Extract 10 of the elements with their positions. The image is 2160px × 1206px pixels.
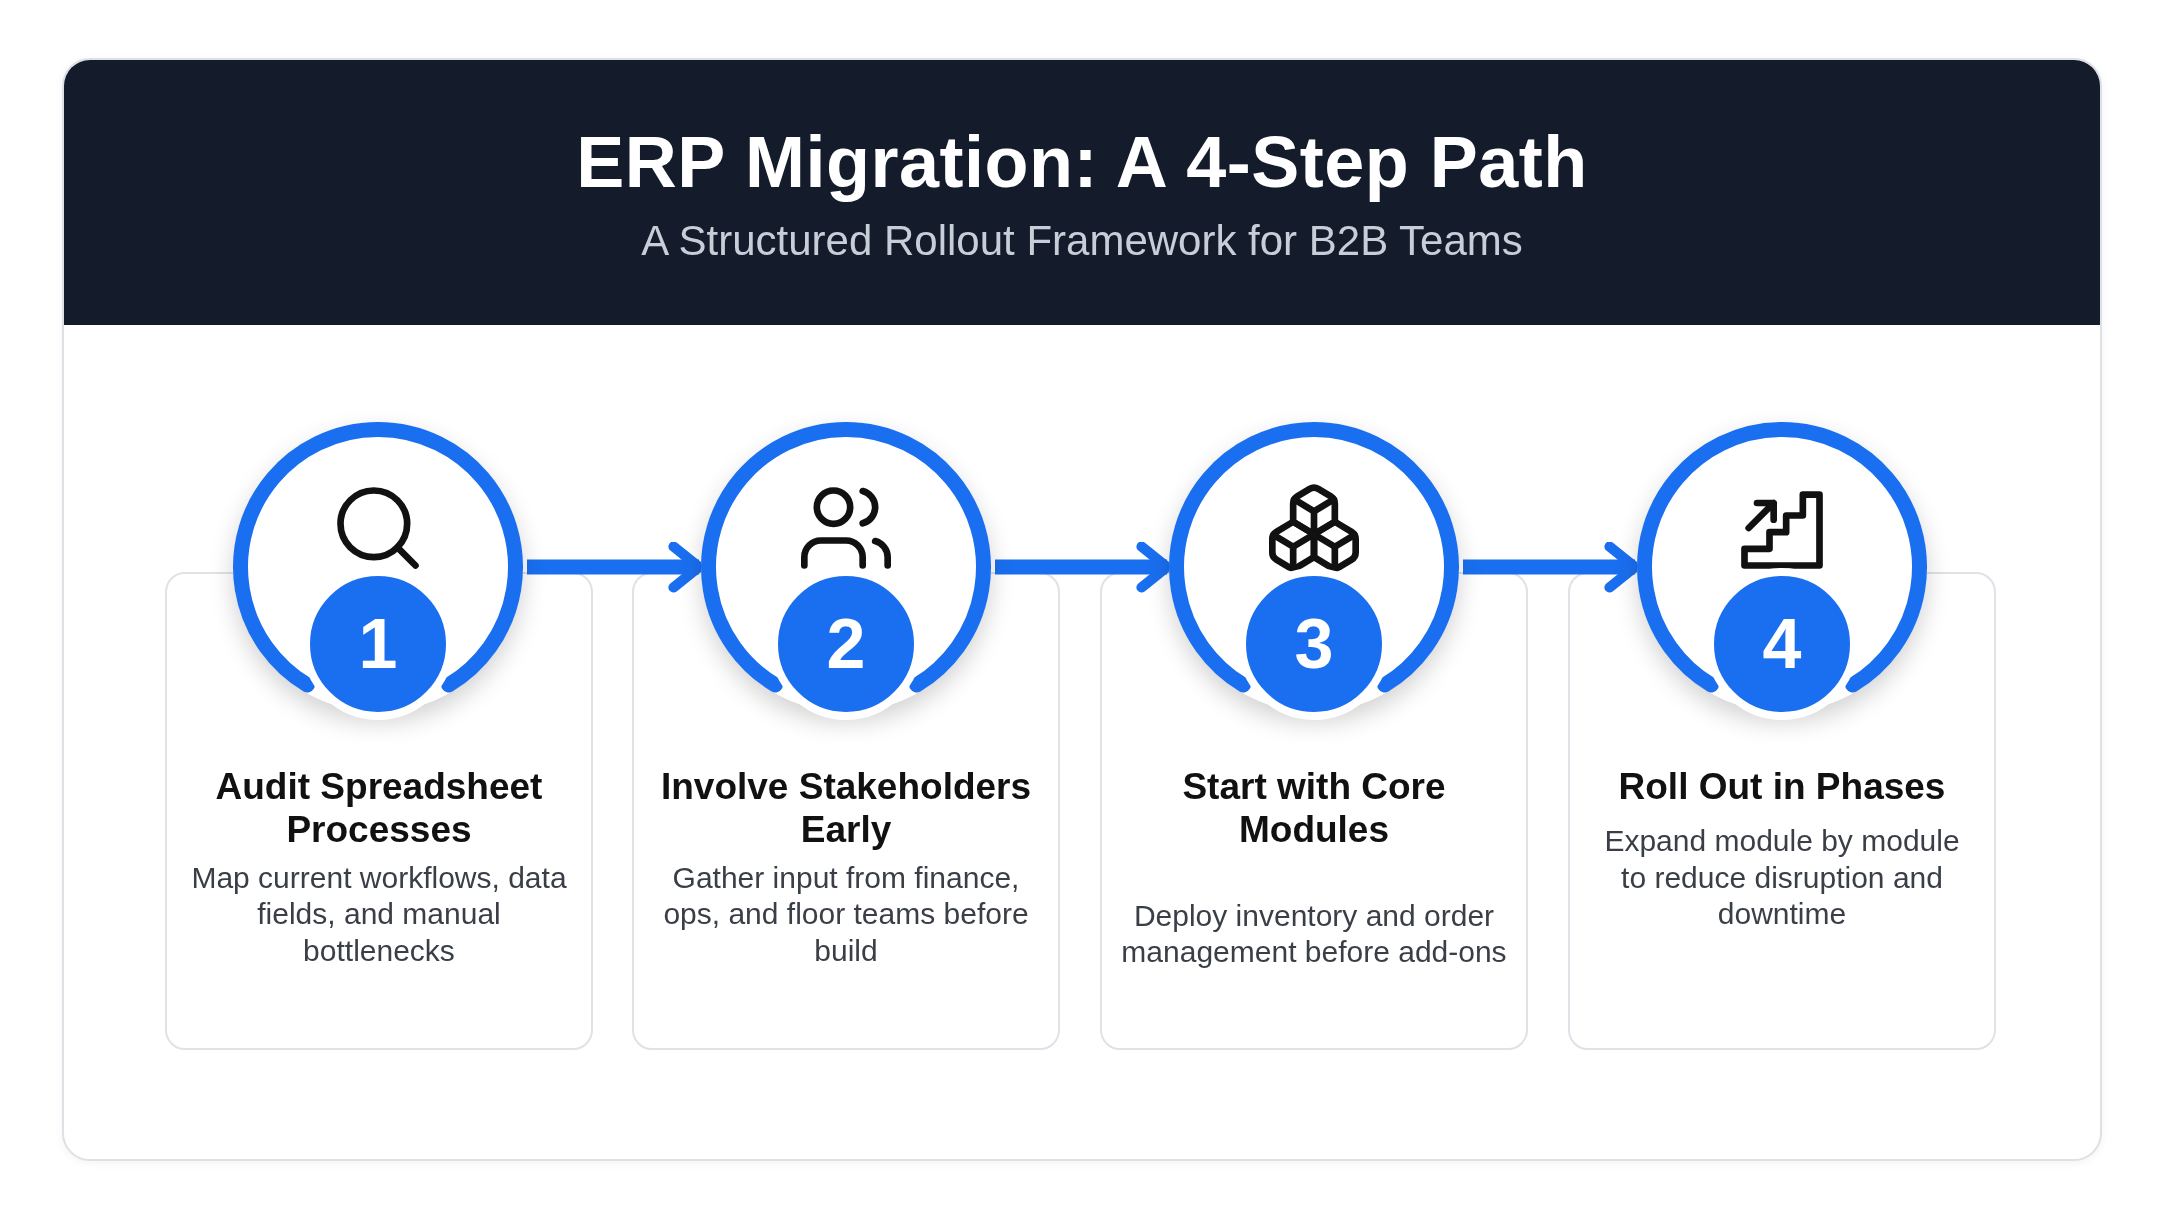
step-title: Roll Out in Phases [1618, 766, 1946, 809]
step-title: Involve Stakeholders Early [659, 766, 1033, 852]
step-description: Map current workflows, data fields, and manual bottlenecks [190, 859, 568, 969]
step-description: Gather input from finance, ops, and floor teams before build [662, 859, 1030, 969]
step-description: Deploy inventory and order management before add-ons [1120, 897, 1508, 971]
step-description: Expand module by module to reduce disruption and downtime [1603, 822, 1961, 933]
title: ERP Migration: A 4-Step Path [576, 120, 1588, 203]
subtitle: A Structured Rollout Framework for B2B Teams [641, 216, 1523, 265]
step-title: Audit Spreadsheet Processes [214, 766, 544, 852]
step-title: Start with Core Modules [1181, 766, 1447, 852]
